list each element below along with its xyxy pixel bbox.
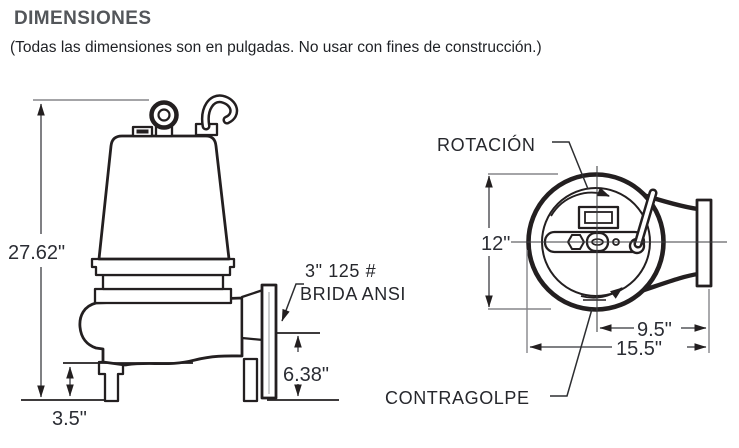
- seal-band-lower: [93, 287, 233, 305]
- nameplate-inner: [584, 211, 613, 224]
- diameter-value: 12": [481, 233, 510, 255]
- discharge-height-dimension: 6.38": [267, 332, 339, 401]
- center-to-flange-value: 9.5": [637, 319, 672, 341]
- rotation-arrow: [550, 187, 610, 217]
- header: DIMENSIONES (Todas las dimensiones son e…: [0, 0, 739, 57]
- rotation-label: ROTACIÓN: [437, 134, 535, 155]
- power-cable-hook-core: [203, 96, 236, 128]
- overall-height-dimension: 27.62": [8, 99, 149, 401]
- discharge-flange-top: [695, 198, 713, 288]
- flange-callout: 3" 125 # BRIDA ANSI: [281, 261, 406, 322]
- power-cable-top-core: [636, 191, 655, 246]
- discharge-funnel-side: [240, 288, 265, 342]
- overall-width-dimension: 15.5": [526, 250, 710, 360]
- left-leg: [97, 360, 125, 403]
- pump-top-view: [511, 166, 727, 332]
- overall-height-value: 27.62": [8, 242, 65, 264]
- pump-side-view: [78, 94, 278, 403]
- center-to-flange-dimension: 9.5": [599, 319, 707, 341]
- volute-casing: [78, 296, 244, 367]
- lifting-eye-hole: [157, 108, 171, 122]
- flange-callout-line2: BRIDA ANSI: [300, 284, 406, 304]
- discharge-height-value: 6.38": [283, 364, 329, 386]
- foot-clearance-value: 3.5": [52, 408, 87, 430]
- page-subtitle: (Todas las dimensiones son en pulgadas. …: [10, 39, 542, 56]
- kickback-arrow: [580, 287, 623, 299]
- page-title: DIMENSIONES: [14, 8, 152, 29]
- flange-callout-line1: 3" 125 #: [305, 261, 376, 281]
- kickback-callout: CONTRAGOLPE: [385, 308, 593, 408]
- overall-width-value: 15.5": [616, 338, 662, 360]
- right-leg: [242, 357, 259, 403]
- top-fitting-detail: [136, 129, 149, 134]
- rotation-callout: ROTACIÓN: [437, 134, 589, 190]
- diameter-dimension: 12": [481, 173, 558, 310]
- kickback-label: CONTRAGOLPE: [385, 388, 530, 408]
- motor-housing: [97, 134, 231, 261]
- seal-band-upper: [90, 257, 236, 277]
- seal-band-middle: [101, 273, 225, 291]
- foot-clearance-dimension: 3.5": [52, 362, 193, 430]
